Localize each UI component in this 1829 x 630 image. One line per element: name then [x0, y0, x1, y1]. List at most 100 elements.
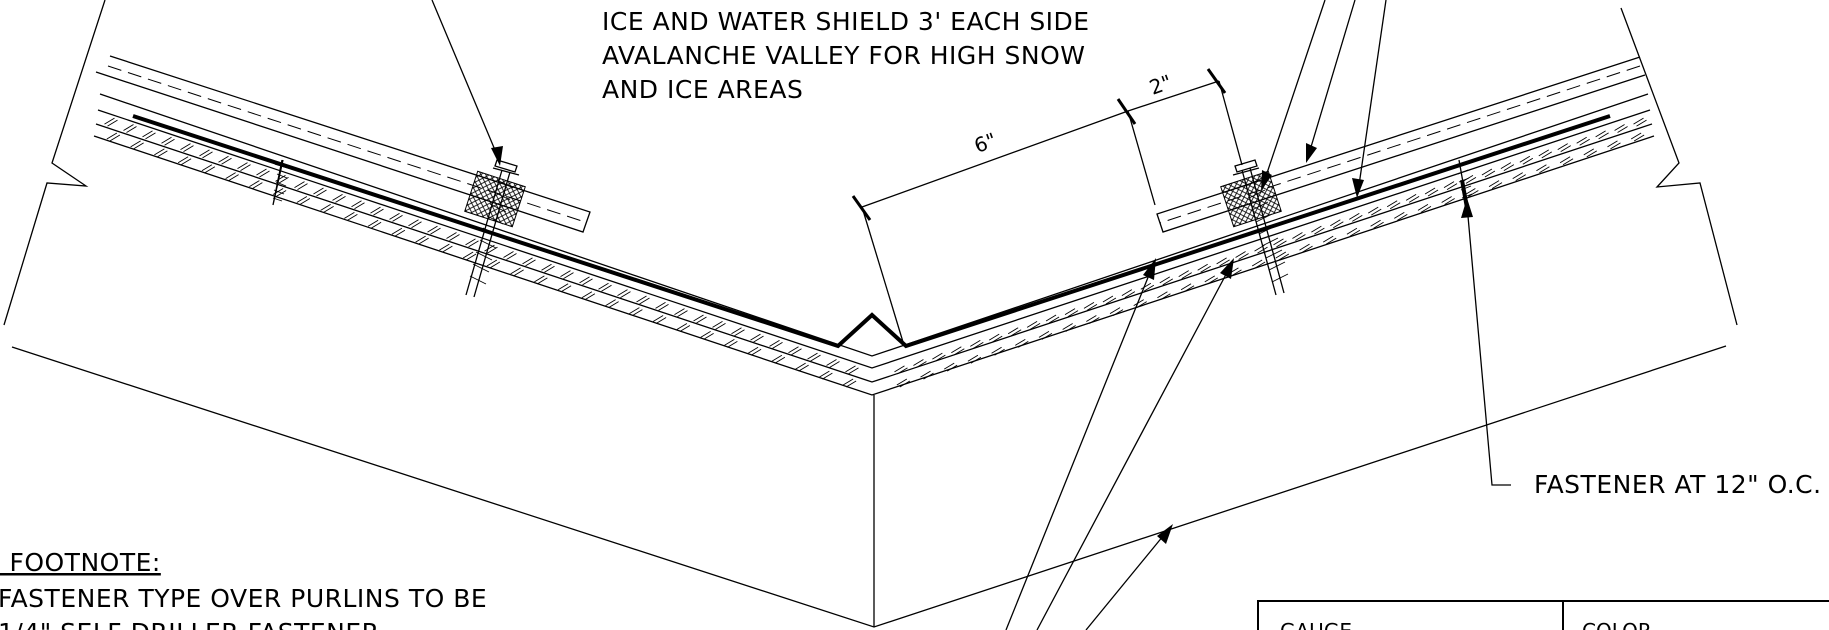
hatch-tick — [951, 346, 965, 356]
leader-fastener-12oc — [1461, 198, 1511, 486]
hatch-tick — [1235, 251, 1249, 260]
dimension-label-2in: 2" — [1146, 70, 1175, 100]
hatch-tick — [1275, 251, 1290, 261]
hatch-tick — [674, 308, 688, 318]
insulation-hatching-left — [104, 117, 859, 388]
left-break-line — [3, 0, 106, 326]
dimension-label-6in: 6" — [971, 128, 1000, 158]
hatch-tick — [218, 155, 232, 165]
hatch-tick — [771, 354, 786, 364]
hatch-tick — [788, 346, 802, 356]
foam-closure-right — [1220, 170, 1282, 228]
hatch-tick — [1576, 136, 1590, 146]
hatch-tick — [1349, 213, 1363, 222]
leader-top-right-1 — [1261, 0, 1326, 191]
hatch-tick — [313, 187, 327, 197]
hatch-tick — [1007, 327, 1022, 337]
hatch-tick — [180, 143, 194, 152]
hatch-tick — [320, 204, 334, 213]
hatch-tick — [1346, 227, 1361, 237]
hatch-tick — [389, 213, 403, 222]
hatch-tick — [1026, 320, 1041, 330]
hatch-tick — [1595, 130, 1609, 140]
hatch-tick — [1086, 315, 1100, 324]
hatch-tick — [294, 181, 308, 191]
hatch-tick — [970, 340, 984, 349]
hatch-tick — [1536, 164, 1550, 174]
hatch-tick — [1273, 238, 1287, 248]
hatch-tick — [943, 362, 958, 372]
hatch-tick — [693, 314, 707, 324]
hatch-tick — [427, 225, 441, 235]
hatch-tick — [1216, 257, 1230, 267]
hatch-tick — [1330, 219, 1344, 229]
hatch-tick — [439, 243, 453, 253]
hatch-tick — [256, 168, 270, 178]
hatch-tick — [177, 156, 192, 166]
hatch-tick — [605, 299, 619, 309]
table-header-gauge: GAUGE — [1280, 619, 1352, 630]
hatch-tick — [1614, 124, 1628, 133]
hatch-tick — [1370, 219, 1384, 229]
hatch-tick — [769, 340, 783, 349]
hatch-tick — [391, 227, 406, 237]
foam-closure-left — [464, 170, 526, 228]
hatch-tick — [1443, 181, 1458, 191]
hatch-tick — [415, 235, 429, 245]
hatch-tick — [249, 180, 263, 189]
hatch-tick — [1630, 132, 1645, 142]
hatch-tick — [1557, 143, 1571, 152]
substrate-outline — [11, 345, 1727, 628]
hatch-tick — [465, 238, 479, 248]
hatch-tick — [896, 378, 911, 388]
hatch-tick — [541, 263, 555, 273]
hatch-tick — [750, 333, 764, 343]
hatch-tick — [1083, 301, 1098, 311]
hatch-tick — [1441, 196, 1455, 205]
hatch-tick — [1038, 331, 1053, 340]
leader-bottom-1 — [1005, 258, 1156, 630]
table-header-color: COLOR — [1582, 619, 1652, 630]
dimension-6in — [851, 98, 1156, 343]
hatch-tick — [225, 172, 239, 182]
hatch-tick — [510, 267, 524, 277]
hatch-tick — [1045, 314, 1060, 324]
hatch-tick — [1292, 232, 1306, 241]
footnote-heading: * FOOTNOTE: — [0, 548, 161, 577]
hatch-tick — [1465, 188, 1479, 197]
hatch-tick — [932, 352, 946, 362]
hatch-tick — [123, 124, 137, 133]
hatch-tick — [557, 283, 572, 293]
hatch-tick — [201, 164, 216, 174]
fastener-left-long — [465, 159, 520, 298]
hatch-tick — [1180, 283, 1195, 293]
hatch-tick — [991, 346, 1005, 356]
hatch-tick — [617, 289, 631, 299]
hatch-tick — [920, 370, 934, 380]
hatch-tick — [1121, 289, 1136, 299]
hatch-tick — [1488, 180, 1503, 189]
hatch-tick — [1109, 307, 1124, 316]
hatch-tick — [367, 219, 382, 229]
hatch-tick — [130, 140, 144, 150]
hatch-tick — [1424, 187, 1439, 197]
footnote-line-1: FASTENER TYPE OVER PURLINS TO BE — [0, 584, 487, 613]
hatch-tick — [1015, 338, 1029, 348]
hatch-tick — [1500, 162, 1515, 172]
leader-top-right-2 — [1306, 0, 1356, 163]
hatch-tick — [712, 320, 726, 330]
fastener-left-short — [272, 159, 296, 206]
hatch-tick — [161, 136, 175, 146]
hatch-tick — [1197, 263, 1211, 273]
footnote-line-2: 1/4" SELF DRILLER FASTENER — [0, 618, 380, 630]
ice-shield-note-line-1: ICE AND WATER SHIELD 3' EACH SIDE — [602, 7, 1090, 36]
hatch-tick — [1159, 276, 1174, 286]
leader-top-left — [431, 0, 503, 166]
leader-bottom-2 — [1036, 258, 1234, 630]
hatch-tick — [1367, 206, 1382, 216]
hatch-tick — [1299, 243, 1313, 253]
hatch-tick — [1559, 156, 1574, 166]
hatch-tick — [486, 259, 501, 269]
hatch-tick — [522, 257, 536, 267]
